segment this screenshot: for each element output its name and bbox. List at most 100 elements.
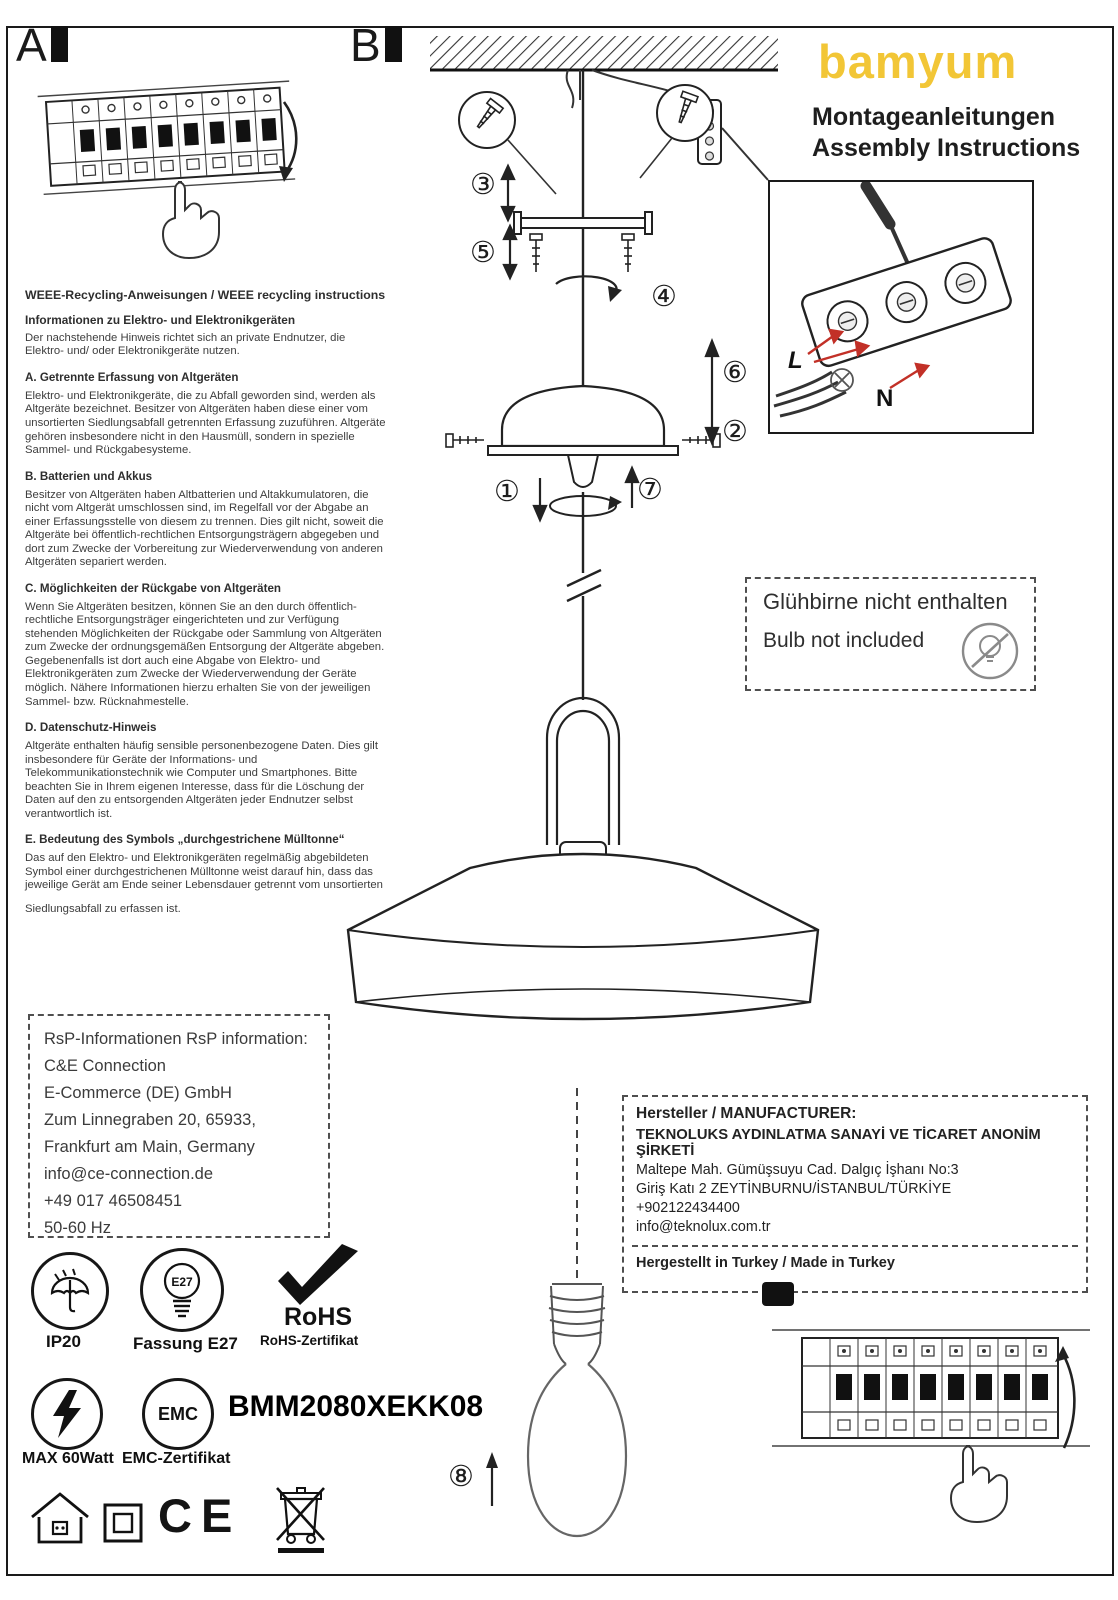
weee-e-heading: E. Bedeutung des Symbols „durchgestriche… <box>25 833 345 847</box>
ip20-label: IP20 <box>46 1332 81 1351</box>
up-arrow-icon <box>486 1452 498 1506</box>
manufacturer-email: info@teknolux.com.tr <box>636 1219 771 1235</box>
weee-e-body: Das auf den Elektro- und Elektronikgerät… <box>25 852 383 892</box>
rsp-line: E-Commerce (DE) GmbH <box>44 1084 232 1102</box>
step-arrows <box>500 163 720 523</box>
canopy <box>445 228 721 456</box>
ground-symbol <box>830 368 854 392</box>
weee-c-heading: C. Möglichkeiten der Rückgabe von Altger… <box>25 581 281 595</box>
up-arrow-icon <box>1055 1346 1076 1449</box>
title-de: Montageanleitungen <box>812 103 1056 131</box>
ceiling-hatch <box>430 36 778 72</box>
rsp-line: 50-60 Hz <box>44 1219 111 1237</box>
lamp-shade <box>346 841 820 1021</box>
manufacturer-box: Hersteller / MANUFACTURER: TEKNOLUKS AYD… <box>622 1095 1088 1293</box>
double-insulation-icon <box>103 1503 143 1543</box>
weee-title: WEEE-Recycling-Anweisungen / WEEE recycl… <box>25 288 386 302</box>
e27-text: E27 <box>171 1275 193 1289</box>
screw-callout-left <box>458 91 557 195</box>
weee-subtitle: Informationen zu Elektro- und Elektronik… <box>25 312 296 327</box>
bulb-note-en: Bulb not included <box>763 629 925 652</box>
emc-label: EMC-Zertifikat <box>122 1450 231 1467</box>
manufacturer-address: Giriş Katı 2 ZEYTİNBURNU/İSTANBUL/TÜRKİY… <box>636 1181 952 1197</box>
step-5: ⑤ <box>470 235 496 269</box>
rsp-line: Zum Linnegraben 20, 65933, <box>44 1111 256 1129</box>
bulb-glass <box>526 1363 628 1538</box>
section-letter-a: A <box>16 19 47 71</box>
rsp-line: +49 017 46508451 <box>44 1192 183 1210</box>
bulb-illustration <box>486 1088 628 1538</box>
bulb-not-included-box: Glühbirne nicht enthalten Bulb not inclu… <box>745 577 1036 691</box>
rohs-title: RoHS <box>284 1303 353 1331</box>
section-mark-c <box>762 1282 794 1306</box>
section-mark-b <box>384 26 402 62</box>
step-7: ⑦ <box>637 472 663 506</box>
pendant-cable <box>566 492 602 700</box>
section-letter-b: B <box>350 19 381 71</box>
manufacturer-name: TEKNOLUKS AYDINLATMA SANAYİ VE TİCARET A… <box>636 1127 1041 1159</box>
made-in-label: Hergestellt in Turkey / Made in Turkey <box>636 1255 895 1271</box>
house-icon <box>31 1492 89 1544</box>
divider <box>632 1245 1078 1247</box>
no-bulb-icon <box>961 622 1019 680</box>
max-watt-label: MAX 60Watt <box>22 1450 114 1467</box>
weee-c-body: Wenn Sie Altgeräten besitzen, können Sie… <box>25 600 385 708</box>
weee-bin-icon <box>276 1487 325 1553</box>
section-label-a: A <box>16 22 68 68</box>
rotate-arrow-icon <box>555 275 622 302</box>
step-1: ① <box>494 474 520 508</box>
rsp-line: Frankfurt am Main, Germany <box>44 1138 255 1156</box>
bulb-e27-icon: E27 <box>163 1262 201 1318</box>
wiring-detail-illustration: L N <box>773 182 1012 418</box>
model-code: BMM2080XEKK08 <box>228 1390 484 1423</box>
finger-icon <box>162 181 220 259</box>
weee-text: WEEE-Recycling-Anweisungen / WEEE recycl… <box>25 288 387 916</box>
e27-badge: E27 <box>140 1248 224 1332</box>
emc-badge: EMC <box>142 1378 214 1450</box>
check-icon <box>278 1244 358 1305</box>
brand-logo: bamyum <box>818 35 1018 88</box>
weee-b-body: Besitzer von Altgeräten haben Altbatteri… <box>25 488 384 569</box>
cord-grip <box>566 454 600 488</box>
step-2: ② <box>722 414 748 448</box>
manufacturer-phone: +902122434400 <box>636 1200 740 1216</box>
umbrella-icon <box>50 1268 90 1313</box>
bulb-socket <box>548 1283 606 1365</box>
title-en: Assembly Instructions <box>812 134 1081 162</box>
bulb-note-de: Glühbirne nicht enthalten <box>763 589 1008 614</box>
step-6: ⑥ <box>722 355 748 389</box>
manufacturer-title: Hersteller / MANUFACTURER: <box>636 1105 857 1122</box>
rotate-arrow-icon-2 <box>549 495 622 517</box>
weee-intro: Der nachstehende Hinweis richtet sich an… <box>25 331 346 358</box>
breaker-on-illustration <box>772 1329 1090 1523</box>
wiring-detail-box: L N <box>768 180 1034 434</box>
weee-a-heading: A. Getrennte Erfassung von Altgeräten <box>25 371 239 384</box>
finger-icon <box>950 1445 1008 1523</box>
wires <box>773 370 847 418</box>
max-watt-badge <box>31 1378 103 1450</box>
emc-text: EMC <box>158 1403 198 1424</box>
breaker-off-illustration <box>37 80 298 259</box>
cord-loop <box>545 696 621 845</box>
rohs-label: RoHS-Zertifikat <box>260 1333 359 1348</box>
rsp-line: C&E Connection <box>44 1057 166 1075</box>
weee-d-body: Altgeräte enthalten häufig sensible pers… <box>25 740 378 820</box>
section-label-b: B <box>350 22 402 68</box>
weee-d-heading: D. Datenschutz-Hinweis <box>25 721 157 735</box>
page-title: Montageanleitungen Assembly Instructions <box>812 102 1080 164</box>
rsp-line: info@ce-connection.de <box>44 1165 214 1183</box>
manufacturer-address: Maltepe Mah. Gümüşsuyu Cad. Dalgıç İşhan… <box>636 1162 959 1178</box>
rsp-title: RsP-Informationen RsP information: <box>44 1030 308 1048</box>
section-mark-a <box>50 26 68 62</box>
down-arrow-icon <box>279 101 298 182</box>
lightning-icon <box>53 1390 81 1438</box>
e27-label: Fassung E27 <box>133 1334 238 1353</box>
weee-b-heading: B. Batterien und Akkus <box>25 469 153 483</box>
ip20-badge <box>31 1252 109 1330</box>
red-arrows <box>807 328 931 390</box>
step-4: ④ <box>651 279 677 313</box>
assembly-diagram <box>346 36 820 1021</box>
step-8: ⑧ <box>448 1459 474 1493</box>
weee-a-body: Elektro- und Elektronikgeräte, die zu Ab… <box>25 389 386 457</box>
